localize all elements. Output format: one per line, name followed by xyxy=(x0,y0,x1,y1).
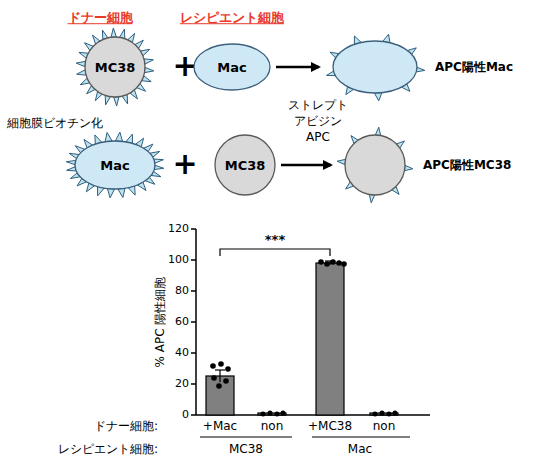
cell-name: MC38 xyxy=(95,60,136,75)
arrow-connector xyxy=(281,164,331,167)
result-label: APC陽性MC38 xyxy=(423,157,511,174)
axis-tick-label: 40 xyxy=(175,346,189,359)
text-label: +MC38 xyxy=(308,419,352,433)
axis-tick-label: 100 xyxy=(168,253,189,266)
cell-name: MC38 xyxy=(225,158,266,173)
text-label: + xyxy=(172,146,197,182)
text-label: non xyxy=(373,419,396,433)
text-label: +Mac xyxy=(203,419,237,433)
cell-ellipse: APC陽性Mac xyxy=(323,31,515,103)
cell-name: Mac xyxy=(100,158,129,173)
cell-ellipse: Mac xyxy=(64,130,166,200)
cell-circle: MC38 xyxy=(213,133,277,197)
text-label: *** xyxy=(265,232,285,248)
cell-name: Mac xyxy=(217,60,246,75)
text-label: ドナー細胞: xyxy=(94,419,158,433)
axis-tick-label: 80 xyxy=(175,284,189,297)
axis-tick-label: 120 xyxy=(168,222,189,235)
axis-tick-label: 60 xyxy=(175,315,189,328)
text-label: non xyxy=(261,419,284,433)
text-label: MC38 xyxy=(229,442,263,456)
text-label: レシピエント細胞 xyxy=(180,10,284,26)
axis-tick-label: 20 xyxy=(175,377,189,390)
text-label: Mac xyxy=(348,442,372,456)
text-label: ストレプト アビジン APC xyxy=(285,97,351,146)
cell-circle: MC38 xyxy=(74,26,156,108)
arrow-connector xyxy=(276,66,319,69)
axis-title: % APC 陽性細胞 xyxy=(153,277,167,368)
axis-tick-label: 0 xyxy=(182,408,189,421)
result-label: APC陽性Mac xyxy=(435,59,513,76)
text-label: 細胞膜ビオチン化 xyxy=(7,116,103,130)
text-label: ドナー細胞 xyxy=(68,10,133,26)
cell-circle: APC陽性MC38 xyxy=(335,125,513,205)
text-label: レシピエント細胞: xyxy=(58,442,158,456)
cell-ellipse: Mac xyxy=(192,42,272,92)
